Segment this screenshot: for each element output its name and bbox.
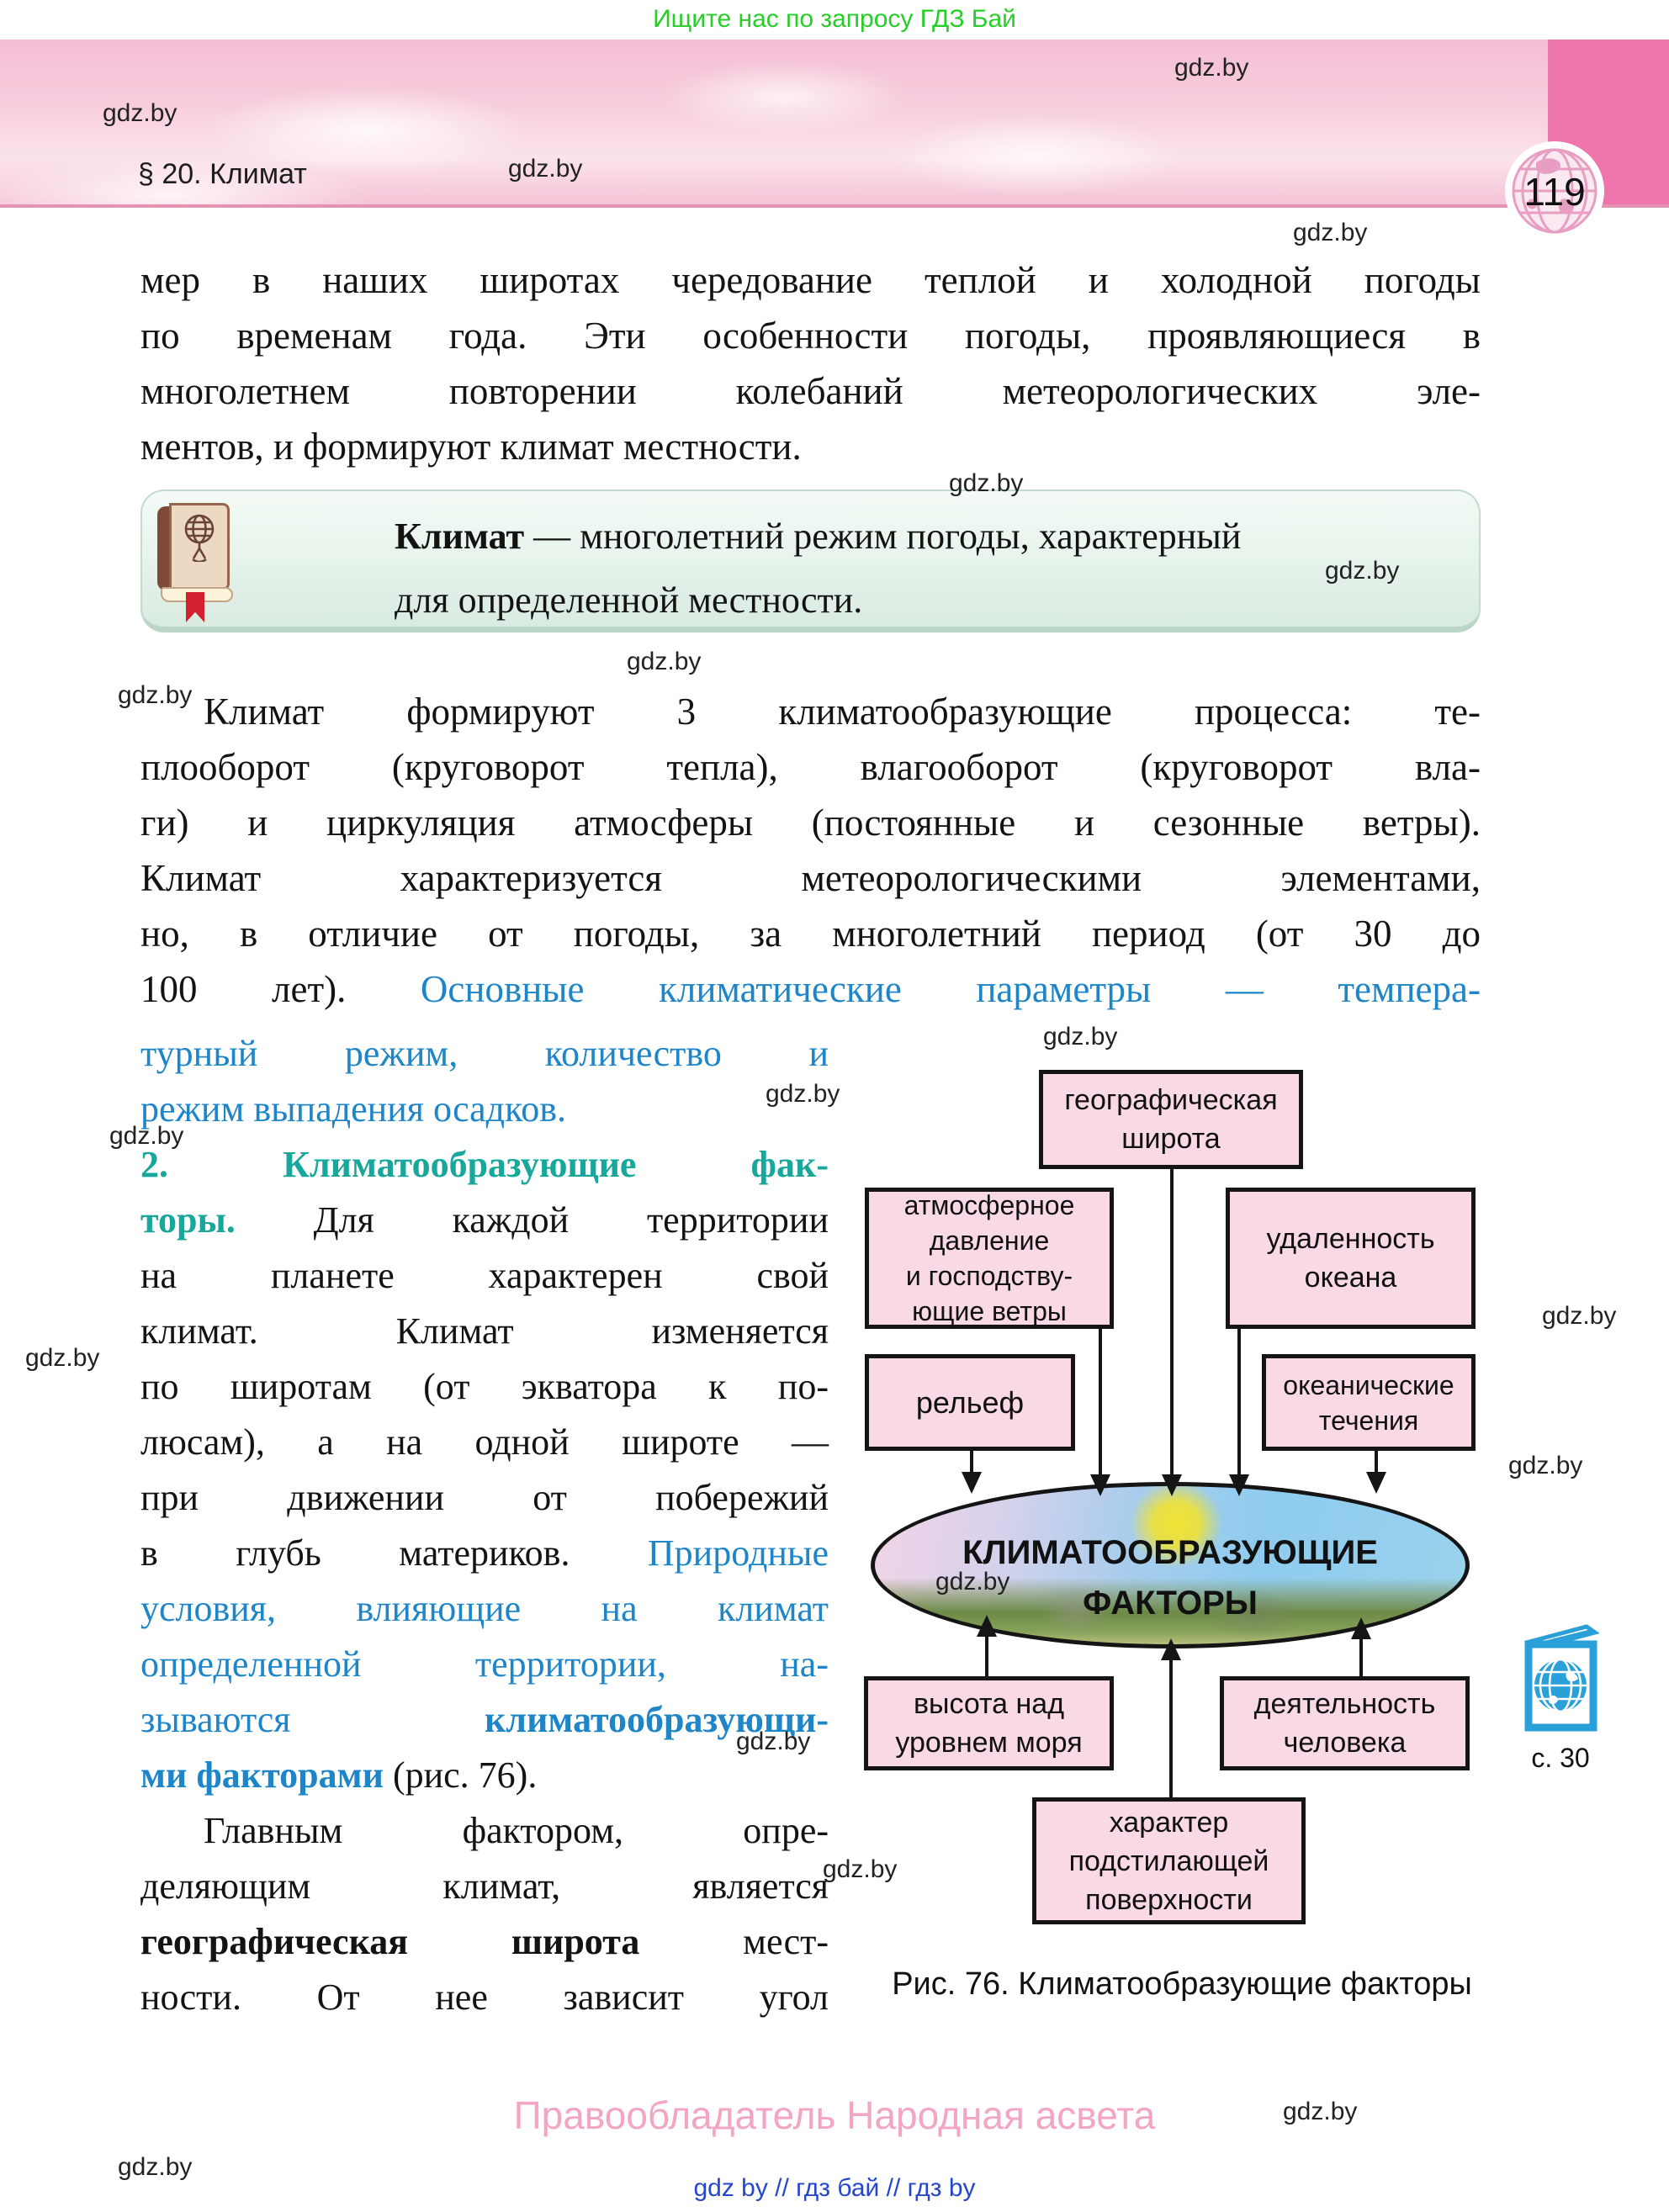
- arrow-head: [1162, 1474, 1182, 1496]
- watermark-gdz: gdz.by: [949, 469, 1024, 497]
- text-line: условия, влияющие на климат: [140, 1588, 829, 1629]
- text-line: люсам), а на одной широте —: [140, 1421, 829, 1463]
- watermark-gdz: gdz.by: [1043, 1023, 1118, 1050]
- bookmark-ribbon: [186, 592, 204, 622]
- text-line: по временам года. Эти особенности погоды…: [140, 315, 1481, 357]
- diagram-box-relief: рельеф: [865, 1354, 1075, 1451]
- arrow-head: [1090, 1474, 1110, 1496]
- book-globe-icon: [184, 514, 215, 562]
- watermark-gdz: gdz.by: [1283, 2098, 1358, 2125]
- arrow-head: [1366, 1472, 1386, 1494]
- watermark-gdz: gdz.by: [508, 155, 583, 183]
- text-line: режим выпадения осадков.: [140, 1088, 566, 1130]
- arrow-head: [962, 1472, 982, 1494]
- paragraph-processes: Климат формируют 3 климатообразующие про…: [140, 684, 1481, 1017]
- text-line: мер в наших широтах чередование теплой и…: [140, 259, 1481, 301]
- text-line: климат. Климат изменяется: [140, 1310, 829, 1352]
- watermark-gdz: gdz.by: [766, 1080, 840, 1108]
- globe-icon: [1505, 141, 1604, 241]
- text-line: зываются климатообразующи-: [140, 1699, 829, 1740]
- text-line: в глубь материков. Природные: [140, 1532, 829, 1574]
- watermark-gdz: gdz.by: [118, 2153, 193, 2181]
- arrow-head: [1229, 1474, 1249, 1496]
- arrow-line: [1169, 1659, 1173, 1797]
- definition-line2: для определенной местности.: [395, 579, 863, 621]
- watermark-gdz: gdz.by: [1174, 54, 1249, 82]
- diagram-ellipse: КЛИМАТООБРАЗУЮЩИЕ ФАКТОРЫ: [871, 1482, 1470, 1648]
- arrow-head: [977, 1615, 997, 1637]
- text-line: Главным фактором, опре-: [204, 1810, 829, 1851]
- arrow-line: [1237, 1327, 1241, 1476]
- top-search-link[interactable]: Ищите нас по запросу ГДЗ Бай: [653, 5, 1016, 33]
- watermark-gdz: gdz.by: [1293, 219, 1368, 246]
- definition-line1: — многолетний режим погоды, характерный: [524, 516, 1242, 557]
- text-line: определенной территории, на-: [140, 1643, 829, 1685]
- watermark-gdz: gdz.by: [118, 681, 193, 709]
- watermark-gdz: gdz.by: [935, 1568, 1010, 1595]
- ellipse-label-line1: КЛИМАТООБРАЗУЮЩИЕ: [962, 1534, 1378, 1571]
- watermark-gdz: gdz.by: [1508, 1452, 1583, 1479]
- text-line: турный режим, количество и: [140, 1033, 829, 1074]
- arrow-line: [1099, 1327, 1102, 1476]
- watermark-gdz: gdz.by: [736, 1728, 811, 1755]
- text-line: торы. Для каждой территории: [140, 1199, 829, 1241]
- paragraph-intro: мер в наших широтах чередование теплой и…: [140, 252, 1481, 474]
- definition-term: Климат: [395, 516, 525, 557]
- text-line: но, в отличие от погоды, за многолетний …: [140, 913, 1481, 955]
- text-line: 100 лет). Основные климатические парамет…: [140, 968, 1481, 1010]
- text-line: плооборот (круговорот тепла), влагооборо…: [140, 746, 1481, 788]
- publisher-line: Правообладатель Народная асвета: [513, 2093, 1156, 2137]
- figure-caption: Рис. 76. Климатообразующие факторы: [892, 1966, 1472, 2002]
- text-line: деляющим климат, является: [140, 1865, 829, 1907]
- definition-text: Климат — многолетний режим погоды, харак…: [395, 505, 1463, 632]
- text-line: на планете характерен свой: [140, 1255, 829, 1296]
- header-band: [0, 40, 1669, 208]
- page-number-globe: 119: [1504, 140, 1605, 241]
- book-icon: [157, 503, 235, 622]
- page-reference[interactable]: с. 30: [1531, 1743, 1590, 1773]
- text-line: многолетнем повторении колебаний метеоро…: [140, 370, 1481, 412]
- arrow-line: [1170, 1169, 1174, 1476]
- atlas-book-icon: [1518, 1622, 1602, 1733]
- watermark-gdz: gdz.by: [627, 648, 702, 675]
- arrow-line: [970, 1451, 973, 1474]
- text-line: ми факторами (рис. 76).: [140, 1754, 538, 1796]
- text-line: ги) и циркуляция атмосферы (постоянные и…: [140, 802, 1481, 844]
- bottom-links[interactable]: gdz by // гдз бай // гдз by: [693, 2174, 976, 2202]
- text-line: ментов, и формируют климат местности.: [140, 426, 802, 468]
- arrow-line: [985, 1635, 988, 1676]
- arrow-head: [1161, 1638, 1181, 1660]
- text-line: Климат формируют 3 климатообразующие про…: [204, 691, 1481, 733]
- watermark-gdz: gdz.by: [109, 1122, 184, 1150]
- definition-box: Климат — многолетний режим погоды, харак…: [140, 489, 1481, 632]
- text-line: географическая широта мест-: [140, 1921, 829, 1962]
- watermark-gdz: gdz.by: [1325, 557, 1400, 585]
- page-number: 119: [1523, 170, 1586, 214]
- arrow-head: [1351, 1617, 1371, 1639]
- text-line: при движении от побережий: [140, 1477, 829, 1518]
- text-line: по широтам (от экватора к по-: [140, 1366, 829, 1407]
- arrow-line: [1359, 1638, 1363, 1676]
- text-line: ности. От нее зависит угол: [140, 1977, 829, 2018]
- watermark-gdz: gdz.by: [1542, 1302, 1617, 1330]
- arrow-line: [1375, 1451, 1378, 1474]
- watermark-gdz: gdz.by: [25, 1344, 100, 1372]
- ellipse-label-line2: ФАКТОРЫ: [1083, 1585, 1258, 1622]
- watermark-gdz: gdz.by: [103, 99, 177, 127]
- watermark-gdz: gdz.by: [823, 1855, 898, 1883]
- section-title: § 20. Климат: [138, 158, 307, 190]
- text-line: 2. Климатообразующие фак-: [140, 1144, 829, 1185]
- text-line: Климат характеризуется метеорологическим…: [140, 857, 1481, 899]
- left-text-column: турный режим, количество и режим выпадени…: [140, 1026, 829, 2025]
